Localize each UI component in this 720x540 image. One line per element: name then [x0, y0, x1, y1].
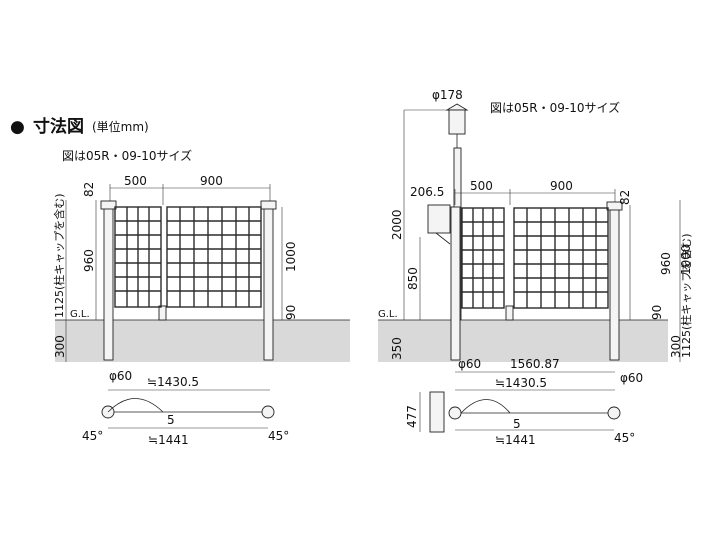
left-post	[103, 205, 114, 361]
right-caption: 図は05R・09-10サイズ	[490, 100, 620, 115]
left-post-cap	[100, 200, 117, 210]
right-phi60-a: φ60	[458, 357, 481, 371]
left-val-5: 5	[167, 413, 175, 427]
right-gl-label: G.L.	[378, 309, 398, 320]
left-span-top: ≒1430.5	[147, 375, 199, 389]
right-span-bottom: ≒1441	[495, 433, 536, 447]
right-dim-206-5: 206.5	[410, 185, 444, 199]
right-left-post	[450, 206, 461, 361]
right-center-foot	[505, 305, 514, 321]
left-angle-right: 45°	[268, 429, 289, 443]
right-dim-90: 90	[650, 305, 664, 320]
left-gate-panel-large	[166, 206, 262, 308]
left-dim-90: 90	[284, 305, 298, 320]
left-swing-arc-small	[107, 398, 164, 413]
left-dim-1125: 1125(柱キャップを含む)	[52, 193, 66, 318]
right-plan-view: ≒1430.5 477 5 ≒1441 45°	[405, 376, 635, 447]
lamp-roof	[445, 103, 469, 111]
left-ground	[55, 320, 350, 362]
center-foot	[158, 305, 167, 321]
left-span-bottom: ≒1441	[148, 433, 189, 447]
right-val-5: 5	[513, 417, 521, 431]
left-phi60: φ60	[109, 369, 132, 383]
mailbox	[427, 204, 451, 234]
right-plan-post-left	[448, 406, 462, 420]
right-plan-mailbox	[429, 391, 445, 433]
right-dim-850: 850	[406, 267, 420, 290]
right-swing-arc-small	[460, 399, 511, 414]
right-right-post-cap	[606, 201, 623, 211]
right-dim-477: 477	[405, 405, 419, 428]
right-dim-500: 500	[470, 179, 493, 193]
right-dim-960: 960	[659, 252, 673, 275]
left-dim-1000: 1000	[284, 241, 298, 272]
left-elevation: 図は05R・09-10サイズ 500 900 G.L.	[52, 148, 350, 383]
right-dim-1125: 1125(柱キャップを含む)	[679, 233, 693, 358]
left-dim-300: 300	[53, 335, 67, 358]
right-post-cap	[260, 200, 277, 210]
mailbox-arm	[435, 232, 451, 245]
title-unit: (単位mm)	[92, 119, 149, 134]
right-phi178: φ178	[432, 88, 463, 102]
title-bullet: ●	[10, 117, 25, 137]
right-dim-1000: 1000	[679, 244, 693, 275]
right-plan-post-right	[607, 406, 621, 420]
left-dim-900: 900	[200, 174, 223, 188]
right-right-post	[609, 206, 620, 361]
right-gate-panel-large	[513, 207, 609, 309]
right-dim-900: 900	[550, 179, 573, 193]
lamp-body	[448, 109, 466, 135]
right-ground	[378, 320, 668, 362]
left-dim-82: 82	[82, 182, 96, 197]
right-dim-1560-87: 1560.87	[510, 357, 560, 371]
right-angle-right: 45°	[614, 431, 635, 445]
right-span-top: ≒1430.5	[495, 376, 547, 390]
right-post	[263, 205, 274, 361]
left-gl-label: G.L.	[70, 309, 90, 320]
right-dim-300: 300	[669, 335, 683, 358]
left-dim-960: 960	[82, 249, 96, 272]
left-dim-500: 500	[124, 174, 147, 188]
right-dim-350: 350	[390, 337, 404, 360]
left-gate-lattice	[115, 207, 261, 307]
right-phi60-b: φ60	[620, 371, 643, 385]
right-gate-lattice	[462, 208, 608, 308]
left-angle-left: 45°	[82, 429, 103, 443]
left-caption: 図は05R・09-10サイズ	[62, 148, 192, 163]
right-dim-2000: 2000	[390, 209, 404, 240]
left-plan-view: ≒1430.5 5 ≒1441 45° 45°	[82, 375, 289, 447]
right-plan-post	[261, 405, 275, 419]
right-dim-82: 82	[618, 190, 632, 205]
right-elevation: 図は05R・09-10サイズ φ178 206.5 500 900 G.L.	[378, 88, 693, 385]
title-main: 寸法図	[33, 116, 84, 137]
